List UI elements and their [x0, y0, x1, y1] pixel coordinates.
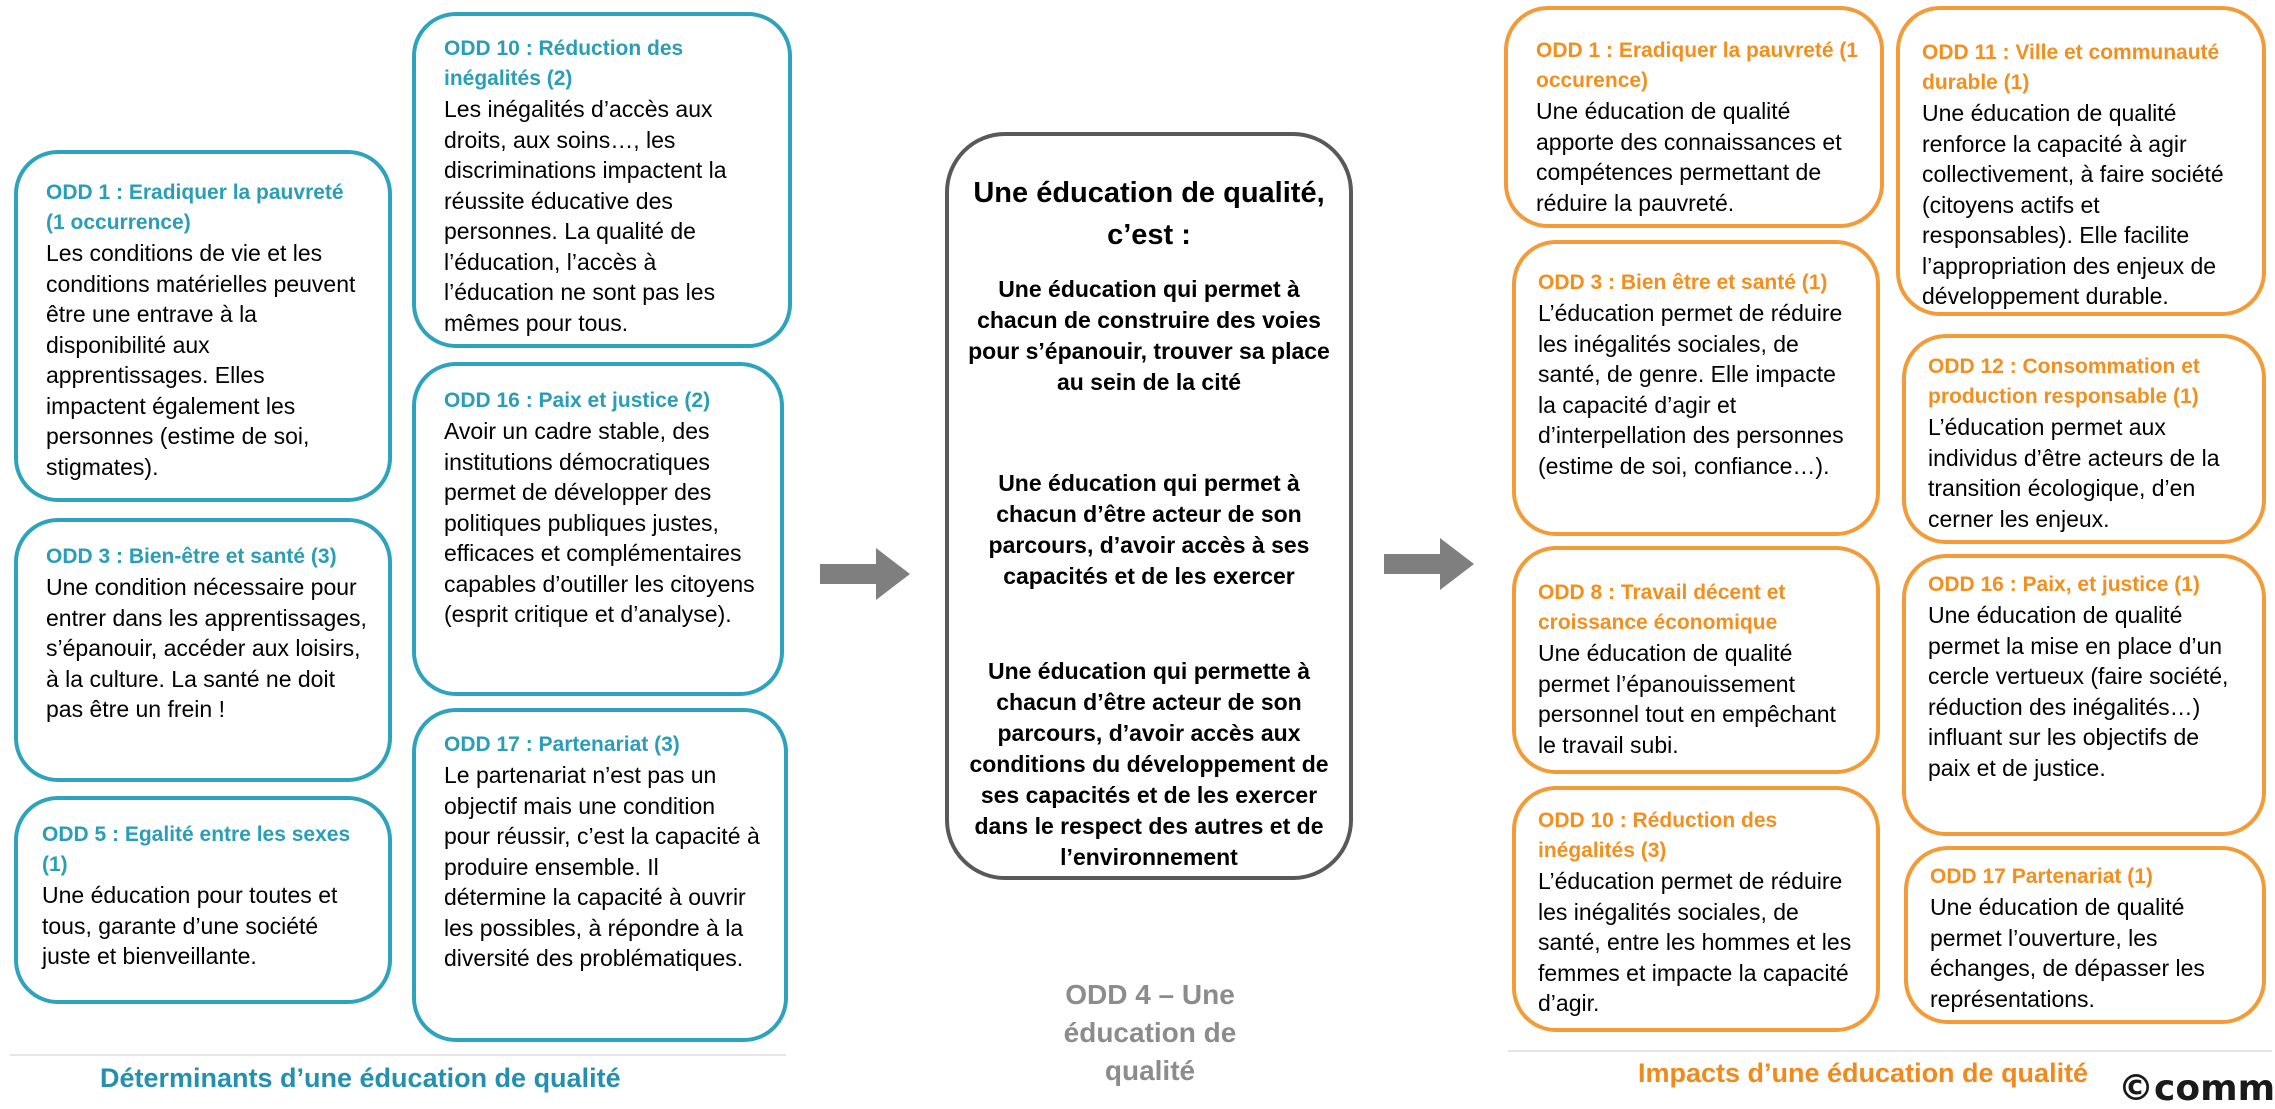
determinant-box-odd17: ODD 17 : Partenariat (3) Le partenariat … — [412, 708, 788, 1042]
box-text: Une éducation de qualité permet l’épanou… — [1538, 640, 1836, 758]
box-title: ODD 17 : Partenariat (3) — [444, 733, 680, 756]
determinant-box-odd3: ODD 3 : Bien-être et santé (3) Une condi… — [14, 518, 392, 782]
box-text: L’éducation permet aux individus d’être … — [1928, 414, 2220, 532]
impact-box-odd3: ODD 3 : Bien être et santé (1) L’éducati… — [1512, 240, 1880, 536]
box-text: Une éducation de qualité renforce la cap… — [1922, 100, 2224, 309]
impact-box-odd8: ODD 8 : Travail décent et croissance éco… — [1512, 546, 1880, 774]
box-title: ODD 17 Partenariat (1) — [1930, 865, 2153, 888]
box-title: ODD 1 : Eradiquer la pauvreté (1 occuren… — [1536, 39, 1859, 92]
box-title: ODD 3 : Bien être et santé (1) — [1538, 271, 1828, 294]
impact-box-odd17: ODD 17 Partenariat (1) Une éducation de … — [1904, 846, 2266, 1024]
determinant-box-odd10: ODD 10 : Réduction des inégalités (2) Le… — [412, 12, 792, 348]
box-text: L’éducation permet de réduire les inégal… — [1538, 868, 1852, 1016]
definition-paragraph: Une éducation qui permet à chacun d’être… — [988, 470, 1310, 589]
impact-box-odd1: ODD 1 : Eradiquer la pauvreté (1 occuren… — [1504, 6, 1884, 228]
box-title: ODD 11 : Ville et communauté durable (1) — [1922, 41, 2220, 94]
box-title: ODD 10 : Réduction des inégalités (2) — [444, 37, 684, 90]
determinant-box-odd1: ODD 1 : Eradiquer la pauvreté (1 occurre… — [14, 150, 392, 502]
impacts-footer: Impacts d’une éducation de qualité — [1638, 1058, 2089, 1088]
box-title: ODD 8 : Travail décent et croissance éco… — [1538, 581, 1786, 634]
footer-divider-right — [1508, 1050, 2272, 1052]
quality-education-definition-box: Une éducation de qualité, c’est : Une éd… — [945, 132, 1353, 880]
box-title: ODD 16 : Paix, et justice (1) — [1928, 573, 2200, 596]
box-text: Une éducation de qualité permet l’ouvert… — [1930, 894, 2205, 1012]
box-title: ODD 3 : Bien-être et santé (3) — [46, 545, 337, 568]
impact-box-odd16: ODD 16 : Paix, et justice (1) Une éducat… — [1902, 554, 2266, 836]
determinants-footer: Déterminants d’une éducation de qualité — [100, 1063, 621, 1093]
box-title: ODD 1 : Eradiquer la pauvreté (1 occurre… — [46, 181, 344, 234]
footer-divider-left — [10, 1054, 786, 1056]
arrow-right-icon — [1384, 538, 1474, 590]
box-text: Une éducation de qualité permet la mise … — [1928, 602, 2229, 781]
box-title: ODD 12 : Consommation et production resp… — [1928, 355, 2200, 408]
determinant-box-odd16: ODD 16 : Paix et justice (2) Avoir un ca… — [412, 362, 784, 696]
impact-box-odd12: ODD 12 : Consommation et production resp… — [1902, 334, 2266, 544]
box-text: L’éducation permet de réduire les inégal… — [1538, 300, 1844, 479]
definition-heading: Une éducation de qualité, c’est : — [973, 177, 1325, 251]
odd4-label: ODD 4 – Une éducation de qualité — [1063, 979, 1237, 1086]
box-text: Une éducation de qualité apporte des con… — [1536, 98, 1842, 216]
logo: ©comm — [2118, 1068, 2275, 1109]
definition-paragraph: Une éducation qui permet à chacun de con… — [968, 276, 1330, 395]
box-title: ODD 10 : Réduction des inégalités (3) — [1538, 809, 1778, 862]
box-title: ODD 16 : Paix et justice (2) — [444, 389, 711, 412]
box-text: Une éducation pour toutes et tous, garan… — [42, 882, 338, 969]
impact-box-odd10: ODD 10 : Réduction des inégalités (3) L’… — [1512, 786, 1880, 1032]
impact-box-odd11: ODD 11 : Ville et communauté durable (1)… — [1896, 6, 2266, 316]
arrow-right-icon — [820, 548, 910, 600]
box-text: Le partenariat n’est pas un objectif mai… — [444, 762, 760, 971]
definition-paragraph: Une éducation qui permette à chacun d’êt… — [969, 658, 1329, 870]
box-text: Une condition nécessaire pour entrer dan… — [46, 574, 367, 722]
box-text: Avoir un cadre stable, des institutions … — [444, 418, 755, 627]
box-text: Les conditions de vie et les conditions … — [46, 240, 356, 480]
box-title: ODD 5 : Egalité entre les sexes (1) — [42, 823, 351, 876]
box-text: Les inégalités d’accès aux droits, aux s… — [444, 96, 727, 336]
determinant-box-odd5: ODD 5 : Egalité entre les sexes (1) Une … — [14, 796, 392, 1004]
